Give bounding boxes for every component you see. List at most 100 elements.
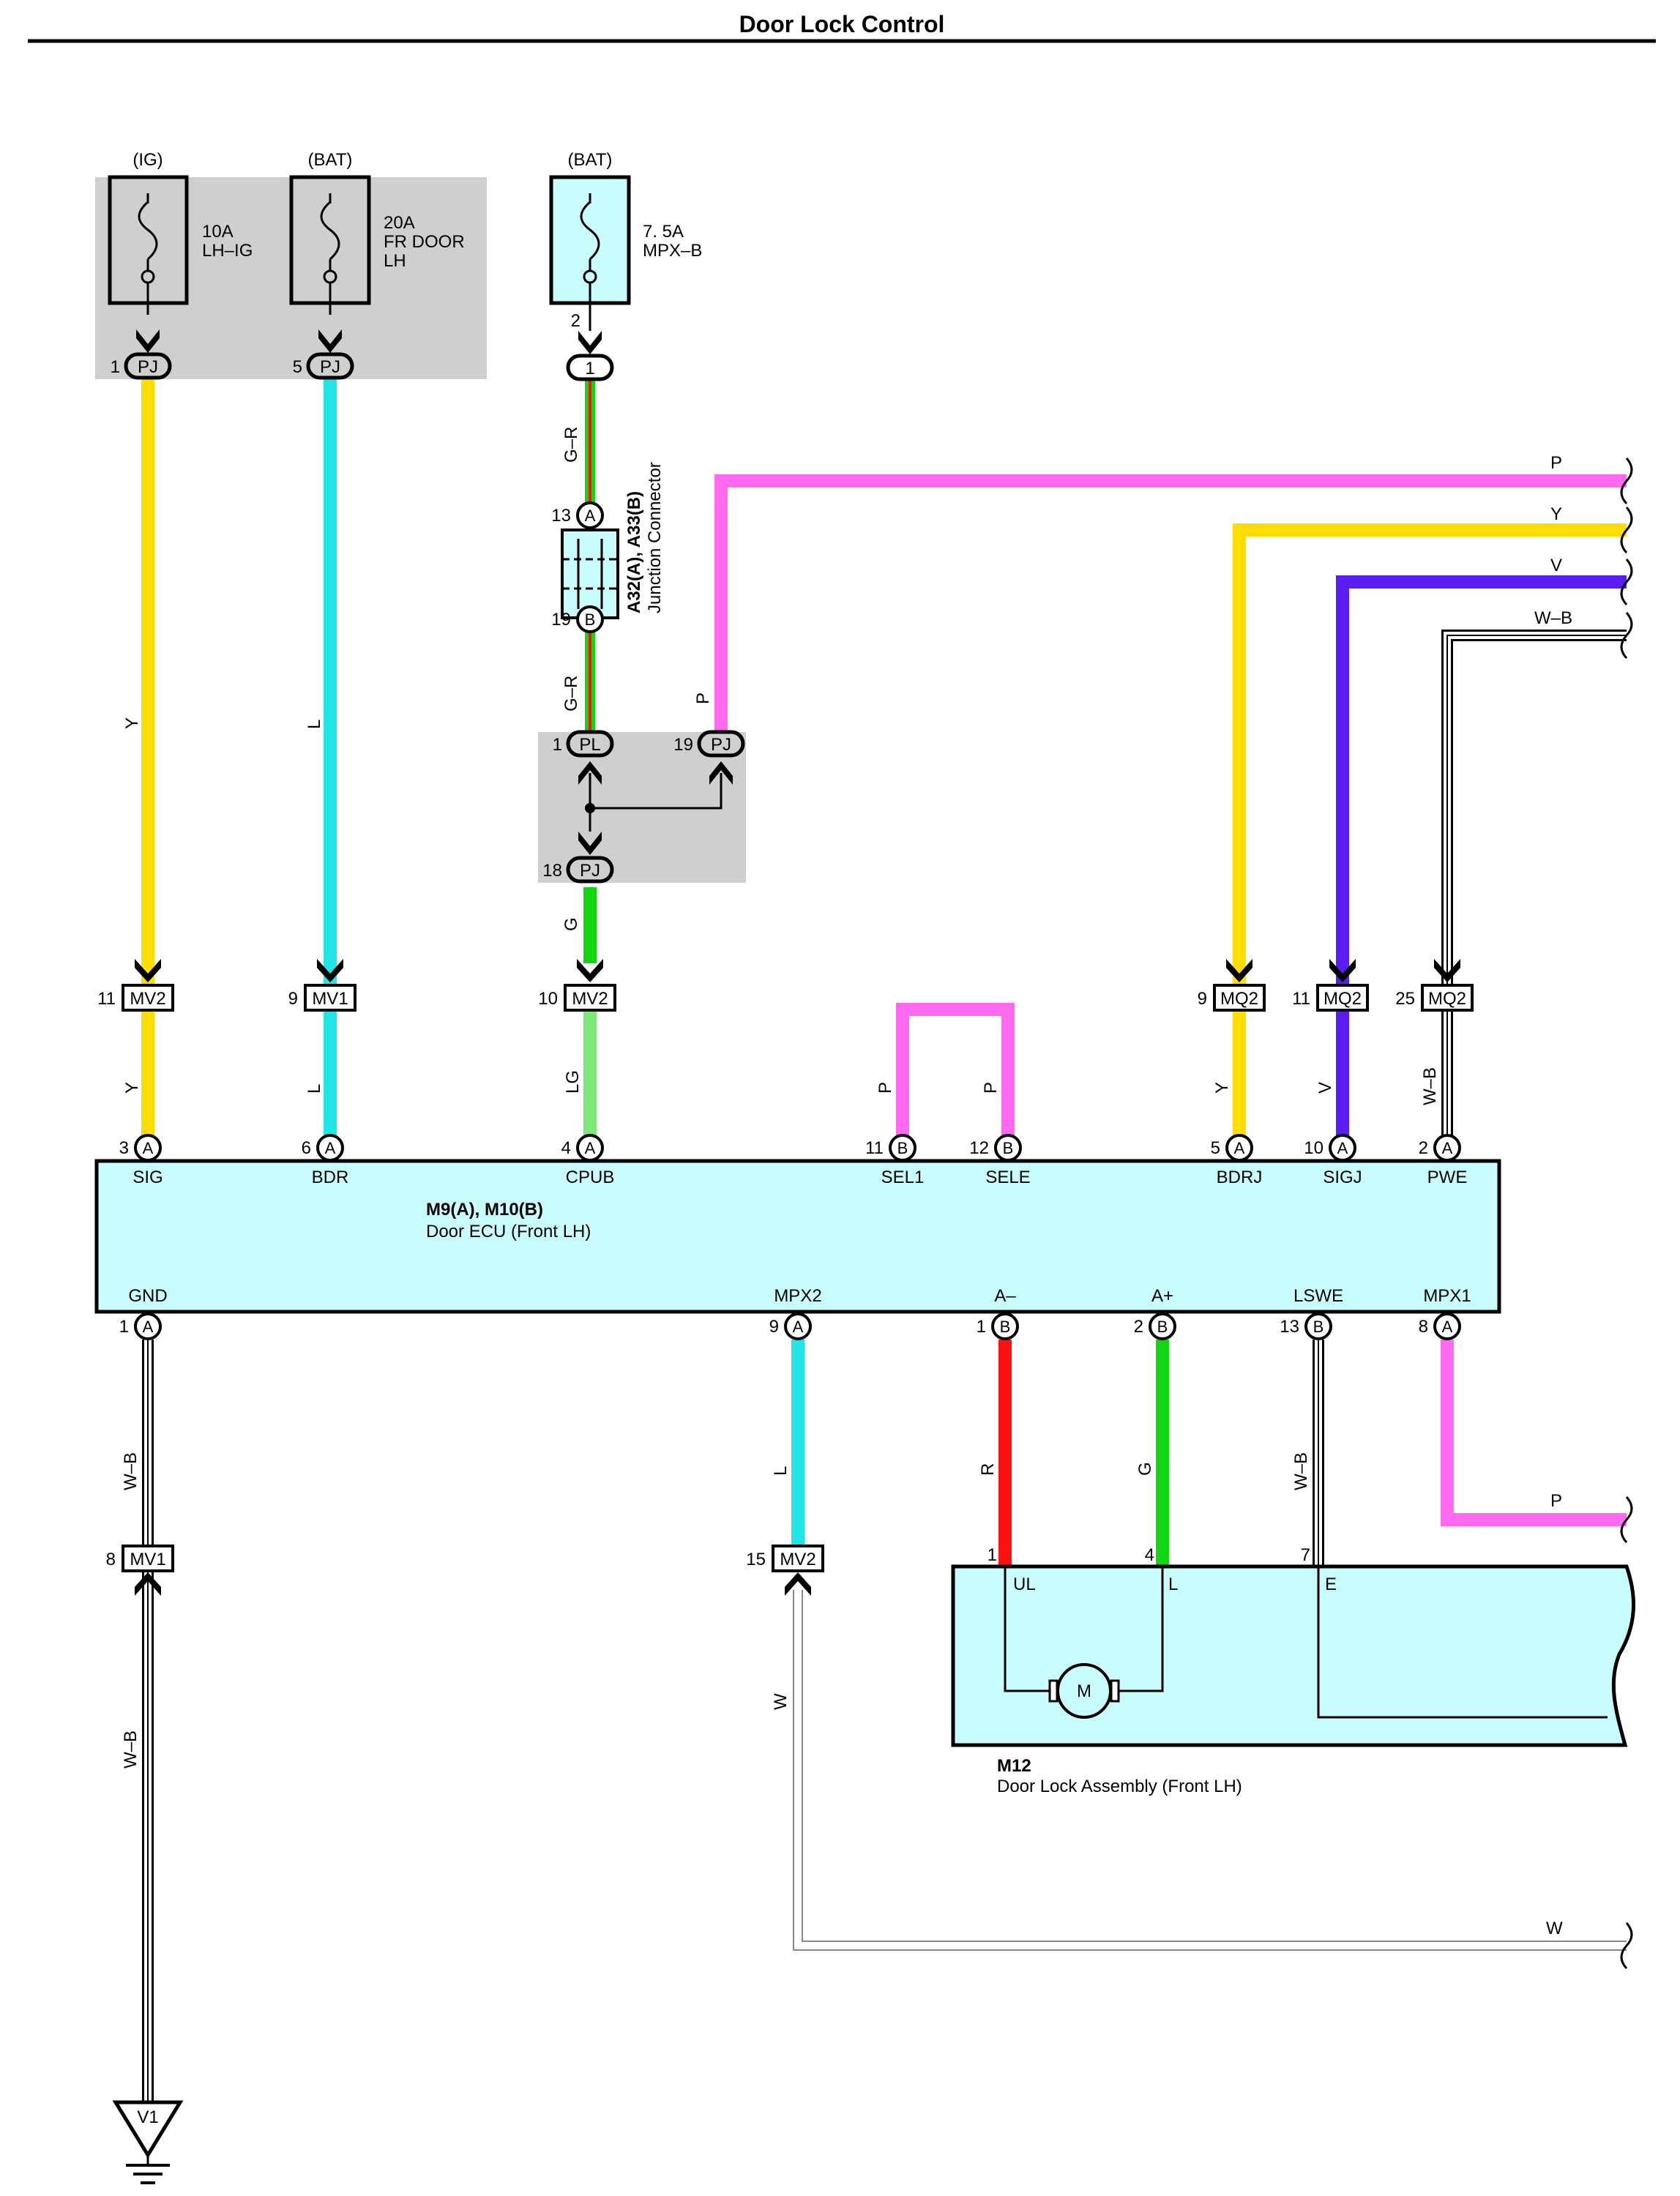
wire-wb-pwe — [1441, 630, 1627, 1148]
svg-text:A: A — [585, 507, 596, 525]
label-aplus: G — [1135, 1462, 1155, 1476]
label-bdrj: Y — [1212, 1082, 1232, 1094]
svg-text:MPX–B: MPX–B — [643, 241, 702, 261]
svg-text:10A: 10A — [202, 222, 234, 242]
connector-pj-5: PJ 5 — [293, 352, 354, 380]
svg-text:MPX2: MPX2 — [774, 1286, 821, 1306]
svg-text:A: A — [1234, 1139, 1245, 1157]
svg-text:A: A — [143, 1318, 154, 1336]
label-l-upper: L — [305, 720, 324, 729]
label-y-upper: Y — [122, 717, 142, 729]
svg-text:12: 12 — [969, 1138, 989, 1158]
svg-text:1: 1 — [119, 1317, 129, 1337]
svg-text:(BAT): (BAT) — [308, 150, 353, 170]
label-y-lower: Y — [122, 1082, 142, 1094]
svg-text:Door Lock Assembly (Front LH): Door Lock Assembly (Front LH) — [997, 1777, 1242, 1796]
ecu-pin-sele: B 12 SELE — [969, 1134, 1031, 1187]
svg-text:LSWE: LSWE — [1293, 1286, 1343, 1306]
relay-block-internal-wiring — [578, 761, 733, 855]
label-gnd-upper: W–B — [121, 1452, 141, 1490]
fuse-mpx-b: (BAT) 7. 5A MPX–B 2 — [549, 150, 702, 331]
svg-text:L: L — [1168, 1575, 1178, 1594]
label-mpx2: L — [771, 1466, 791, 1476]
svg-text:8: 8 — [106, 1550, 116, 1569]
svg-text:11: 11 — [1292, 989, 1310, 1009]
label-g-lower: G — [561, 917, 581, 931]
wire-break-symbols — [1620, 458, 1633, 1970]
svg-text:19: 19 — [673, 735, 693, 755]
label-lswe: W–B — [1291, 1452, 1311, 1490]
svg-text:PL: PL — [579, 735, 600, 755]
svg-text:A+: A+ — [1151, 1286, 1173, 1306]
svg-text:V1: V1 — [137, 2107, 158, 2127]
right-label-y: Y — [1550, 504, 1562, 524]
svg-text:MV2: MV2 — [780, 1550, 815, 1569]
svg-text:1: 1 — [111, 357, 120, 377]
label-gnd-lower: W–B — [121, 1730, 141, 1769]
svg-text:B: B — [1000, 1318, 1011, 1336]
wire-y-bdrj — [1233, 523, 1627, 1148]
svg-text:A32(A), A33(B): A32(A), A33(B) — [624, 491, 644, 613]
connector-mv2-15: MV2 15 — [746, 1545, 824, 1596]
svg-text:PWE: PWE — [1427, 1168, 1468, 1187]
wire-v-sigj — [1336, 575, 1627, 1148]
wire-p-sel-loop — [896, 1003, 1015, 1148]
fuse-fr-door-lh: (BAT) 20A FR DOOR LH — [289, 150, 465, 315]
door-ecu: M9(A), M10(B) Door ECU (Front LH) — [94, 1159, 1501, 1314]
svg-text:(IG): (IG) — [132, 150, 163, 170]
svg-text:9: 9 — [769, 1317, 779, 1337]
svg-text:B: B — [897, 1139, 908, 1157]
svg-text:MPX1: MPX1 — [1423, 1286, 1471, 1306]
svg-text:2: 2 — [1134, 1317, 1143, 1337]
svg-text:M12: M12 — [997, 1756, 1031, 1776]
svg-text:MQ2: MQ2 — [1428, 989, 1466, 1009]
junction-connector-a32-a33: A 13 B 19 A32(A), A33(B) Junction Connec… — [551, 462, 665, 633]
svg-text:Door ECU (Front LH): Door ECU (Front LH) — [426, 1222, 591, 1241]
svg-text:A: A — [325, 1139, 336, 1157]
svg-text:5: 5 — [1211, 1138, 1220, 1158]
ecu-pin-mpx2: MPX2 A 9 — [769, 1286, 822, 1340]
svg-text:19: 19 — [551, 610, 571, 630]
label-gr-upper: G–R — [561, 427, 581, 463]
svg-text:13: 13 — [551, 506, 571, 526]
svg-text:A: A — [1442, 1139, 1453, 1157]
svg-text:UL: UL — [1013, 1575, 1036, 1594]
label-sele: P — [981, 1082, 1001, 1094]
svg-text:20A: 20A — [384, 213, 415, 233]
svg-text:B: B — [1157, 1318, 1168, 1336]
svg-text:BDR: BDR — [312, 1168, 349, 1187]
ecu-pin-cpub: A 4 CPUB — [561, 1134, 614, 1187]
svg-text:Junction Connector: Junction Connector — [645, 462, 665, 613]
arrow-fuse3 — [578, 331, 602, 354]
svg-text:11: 11 — [97, 989, 116, 1009]
page-title: Door Lock Control — [739, 11, 945, 37]
connector-mq2-25: MQ2 25 — [1395, 984, 1474, 1012]
svg-text:E: E — [1325, 1575, 1337, 1594]
svg-text:B: B — [1313, 1318, 1324, 1336]
ecu-pin-bdr: A 6 BDR — [302, 1134, 349, 1187]
svg-text:5: 5 — [293, 357, 302, 377]
svg-text:GND: GND — [128, 1286, 167, 1306]
svg-text:1: 1 — [585, 359, 594, 378]
svg-text:MV1: MV1 — [312, 989, 348, 1009]
svg-text:1: 1 — [988, 1545, 997, 1565]
svg-text:9: 9 — [1198, 989, 1207, 1009]
connector-pj-19: PJ 19 — [673, 730, 745, 758]
svg-text:SELE: SELE — [985, 1168, 1030, 1187]
svg-text:10: 10 — [538, 989, 558, 1009]
svg-text:25: 25 — [1395, 989, 1415, 1009]
ecu-pin-lswe: LSWE B 13 — [1280, 1286, 1343, 1340]
svg-text:LH: LH — [384, 251, 406, 271]
svg-text:PJ: PJ — [711, 735, 731, 755]
ecu-pin-sig: A 3 SIG — [119, 1134, 163, 1187]
svg-text:FR DOOR: FR DOOR — [384, 232, 465, 252]
right-label-p-top: P — [1550, 453, 1562, 473]
label-gr-lower: G–R — [561, 676, 581, 712]
svg-text:4: 4 — [1145, 1545, 1154, 1565]
svg-text:A: A — [1442, 1318, 1453, 1336]
connector-pl-1: PL 1 — [553, 730, 614, 758]
svg-text:PJ: PJ — [320, 357, 340, 377]
svg-text:M: M — [1077, 1681, 1091, 1701]
svg-text:8: 8 — [1419, 1317, 1428, 1337]
svg-text:7: 7 — [1301, 1545, 1310, 1565]
